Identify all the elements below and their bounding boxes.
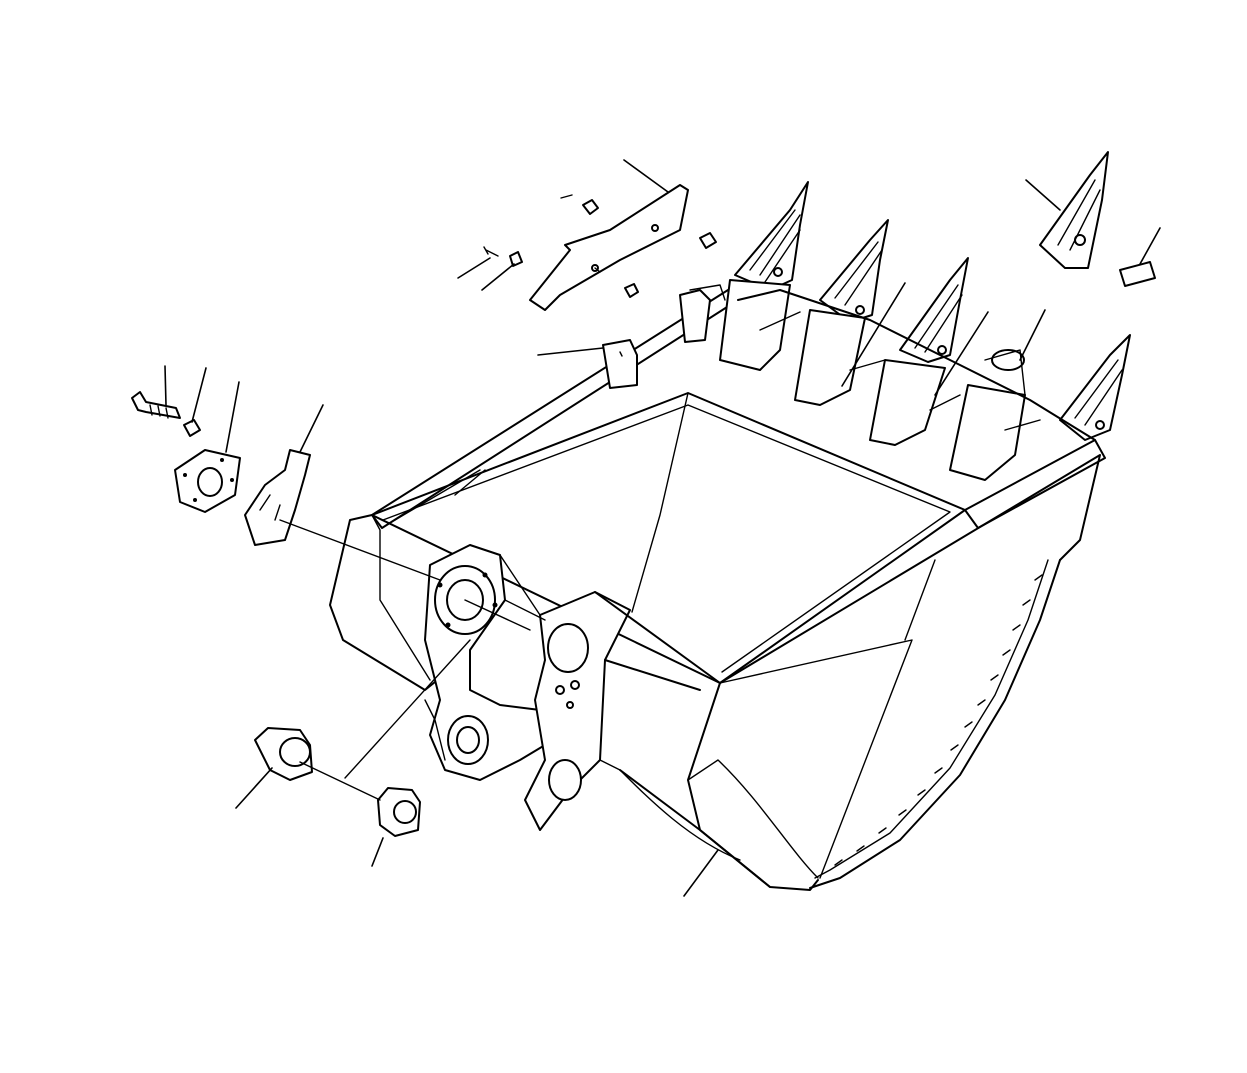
- side-cutter: [529, 184, 689, 311]
- adapter-callout-3: [1019, 309, 1046, 361]
- bushing-callout: [235, 767, 273, 809]
- wear-plate: [602, 289, 711, 389]
- side-cutter-callout: [623, 159, 669, 193]
- tooth-5: [1059, 334, 1131, 441]
- nut-callout: [481, 263, 515, 291]
- boss-bolt: [131, 391, 181, 419]
- assembly-lines: [279, 519, 531, 801]
- callout-leaders: [164, 159, 1161, 897]
- boss-plate-callout: [225, 381, 240, 453]
- teeth-row: [689, 181, 1131, 481]
- adapter-4: [949, 349, 1026, 481]
- dust-seal: [377, 787, 421, 837]
- boss-plate: [174, 449, 241, 513]
- wear-plate-callout: [537, 347, 604, 356]
- bucket-body: [329, 289, 1106, 891]
- pin-callout: [457, 257, 491, 279]
- bucket-body-callout: [683, 849, 719, 897]
- nuts: [509, 199, 717, 298]
- dust-seal-callout: [371, 837, 384, 867]
- shim: [244, 449, 311, 546]
- loose-tooth-point: [1039, 151, 1109, 269]
- boss-bolt-callout: [164, 365, 167, 406]
- hinge-bracket-front: [499, 554, 721, 831]
- shim-callout: [299, 404, 324, 453]
- tooth-point-callout: [1025, 179, 1061, 211]
- tooth-pin-callout: [1139, 227, 1161, 265]
- adapter-callout: [841, 282, 906, 387]
- tooth-2: [794, 219, 889, 406]
- washer-callout: [191, 367, 207, 423]
- hinge-bracket-rear: [424, 544, 546, 781]
- tooth-pin: [1119, 261, 1156, 287]
- adapter-callout-2: [934, 311, 989, 396]
- tooth-3: [869, 257, 969, 446]
- tooth-1: [719, 181, 809, 371]
- bushing: [254, 727, 313, 781]
- washer: [183, 419, 201, 437]
- small-bolts: [483, 194, 573, 257]
